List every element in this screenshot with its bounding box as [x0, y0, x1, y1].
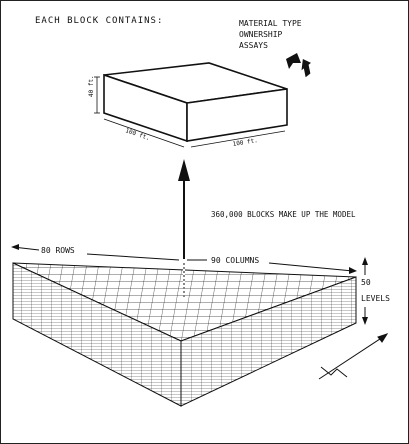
content-assays: ASSAYS [239, 41, 268, 50]
block-model-slab [12, 262, 357, 407]
columns-dimension: 90 COLUMNS [187, 256, 357, 274]
dimension-lines [94, 76, 286, 148]
single-block [103, 62, 288, 143]
rows-label: 80 ROWS [41, 246, 75, 255]
block-width-label: 100 ft. [124, 127, 150, 142]
model-caption: 360,000 BLOCKS MAKE UP THE MODEL [211, 210, 356, 219]
block-depth-label: 100 ft. [232, 137, 258, 148]
model-side-face [180, 276, 357, 407]
levels-number: 50 [361, 278, 371, 287]
content-material-type: MATERIAL TYPE [239, 19, 302, 28]
block-side-face [186, 88, 288, 142]
columns-label: 90 COLUMNS [211, 256, 259, 265]
levels-dimension: 50 LEVELS [361, 257, 390, 325]
diagram-title: EACH BLOCK CONTAINS: [35, 16, 163, 26]
up-arrow-icon [178, 159, 190, 259]
north-arrow-icon [318, 333, 389, 380]
content-ownership: OWNERSHIP [239, 30, 283, 39]
contents-arrow-icon [286, 53, 311, 78]
levels-label: LEVELS [361, 294, 390, 303]
block-height-label: 40 ft. [88, 75, 95, 97]
rows-dimension: 80 ROWS [11, 244, 180, 261]
